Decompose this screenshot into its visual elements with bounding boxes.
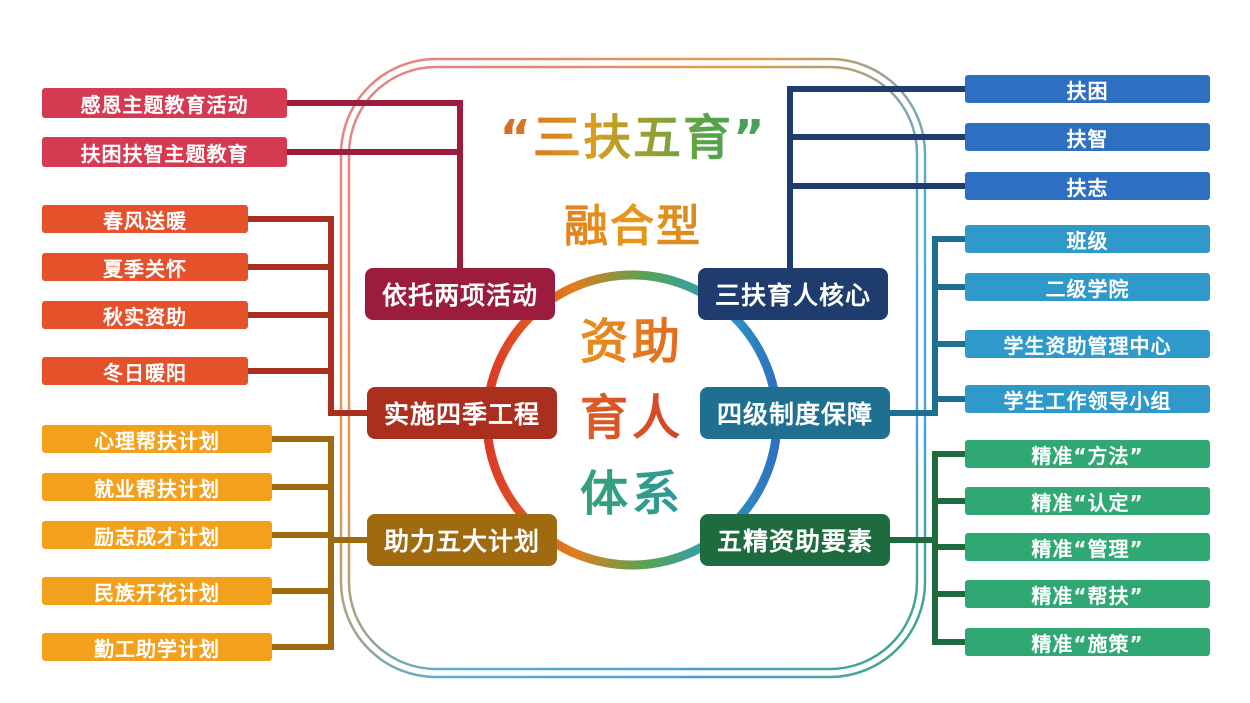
leaf-five-precision-item: 精准“施策” bbox=[965, 628, 1210, 656]
diagram-subtitle: 融合型 bbox=[380, 190, 886, 254]
leaf-five-precision-item: 精准“方法” bbox=[965, 440, 1210, 468]
leaf-five-plans-item: 励志成才计划 bbox=[42, 521, 272, 549]
leaf-four-seasons-item: 春风送暖 bbox=[42, 205, 248, 233]
leaf-five-precision-item: 精准“认定” bbox=[965, 487, 1210, 515]
hub-five-plans: 助力五大计划 bbox=[367, 514, 557, 566]
leaf-three-supports-item: 扶困 bbox=[965, 75, 1210, 103]
leaf-four-levels-item: 学生工作领导小组 bbox=[965, 385, 1210, 413]
leaf-five-plans-item: 心理帮扶计划 bbox=[42, 425, 272, 453]
leaf-four-seasons-item: 夏季关怀 bbox=[42, 253, 248, 281]
center-line-funding: 资助 bbox=[540, 304, 724, 380]
hub-five-precision: 五精资助要素 bbox=[700, 514, 890, 566]
center-line-education: 育人 bbox=[540, 380, 724, 456]
leaf-four-levels-item: 二级学院 bbox=[965, 273, 1210, 301]
leaf-three-supports-item: 扶智 bbox=[965, 123, 1210, 151]
hub-four-seasons: 实施四季工程 bbox=[367, 387, 557, 439]
leaf-five-precision-item: 精准“帮扶” bbox=[965, 580, 1210, 608]
leaf-five-precision-item: 精准“管理” bbox=[965, 533, 1210, 561]
center-line-system: 体系 bbox=[540, 456, 724, 532]
leaf-five-plans-item: 民族开花计划 bbox=[42, 577, 272, 605]
center-label: 资助 育人 体系 bbox=[540, 304, 724, 532]
hub-three-supports: 三扶育人核心 bbox=[698, 268, 888, 320]
leaf-four-seasons-item: 秋实资助 bbox=[42, 301, 248, 329]
leaf-two-activities-item: 感恩主题教育活动 bbox=[42, 88, 287, 118]
leaf-three-supports-item: 扶志 bbox=[965, 172, 1210, 200]
hub-four-levels: 四级制度保障 bbox=[700, 387, 890, 439]
leaf-five-plans-item: 勤工助学计划 bbox=[42, 633, 272, 661]
leaf-five-plans-item: 就业帮扶计划 bbox=[42, 473, 272, 501]
diagram-title: “三扶五育” bbox=[380, 98, 886, 168]
hub-two-activities: 依托两项活动 bbox=[365, 268, 555, 320]
leaf-two-activities-item: 扶困扶智主题教育 bbox=[42, 137, 287, 167]
leaf-four-seasons-item: 冬日暖阳 bbox=[42, 357, 248, 385]
leaf-four-levels-item: 班级 bbox=[965, 225, 1210, 253]
leaf-four-levels-item: 学生资助管理中心 bbox=[965, 330, 1210, 358]
